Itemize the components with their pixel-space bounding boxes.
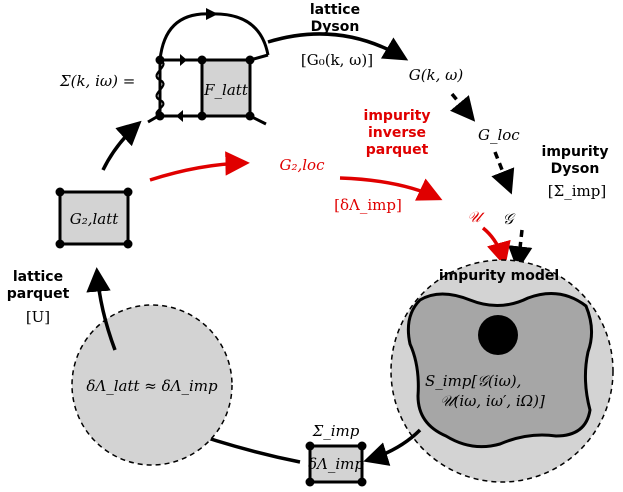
- impurity-inverse-label-line3: parquet: [366, 142, 429, 158]
- impurity-model-label: impurity model: [439, 268, 559, 284]
- feynman-arc-line: [158, 12, 270, 61]
- impurity-site-dot: [478, 315, 518, 355]
- impurity-dyson-label-line1: impurity: [542, 144, 609, 160]
- feynman-arc-arrow: [206, 8, 218, 20]
- vertex-dot: [123, 239, 133, 249]
- g2-loc-label: G₂,loc: [280, 156, 326, 174]
- curlyg-to-impurity-dashed-arrow: [507, 229, 533, 271]
- feynman-bottom-arrow: [176, 110, 183, 122]
- g2-latt-label: G₂,latt: [70, 210, 120, 228]
- vertex-dot: [55, 187, 65, 197]
- vertex-dot: [305, 441, 315, 451]
- impurity-to-sigma-imp-arrow: [363, 428, 422, 466]
- g-to-gloc-dashed-arrow: [450, 92, 476, 122]
- lattice-dyson-arrow: [267, 32, 409, 61]
- curly-u-label: 𝒰: [467, 208, 485, 226]
- lattice-parquet-label-line1: lattice: [13, 269, 63, 285]
- g-k-omega-label: G(k, ω): [409, 66, 464, 84]
- delta-lambda-imp-rect: [308, 444, 364, 484]
- lattice-dyson-label-line1: lattice: [310, 2, 360, 18]
- g2latt-to-selfenergy-arrow: [101, 120, 142, 171]
- lattice-parquet-label-line2: parquet: [7, 286, 70, 302]
- g2loc-to-u-red-arrow: [339, 176, 443, 201]
- vertex-dot: [197, 111, 207, 121]
- vertex-dot: [197, 55, 207, 65]
- approx-label: δΛ_latt ≈ δΛ_imp: [86, 377, 218, 395]
- vertex-dot: [357, 441, 367, 451]
- feynman-wavy-line: [155, 59, 165, 118]
- vertex-dot: [357, 477, 367, 487]
- vertex-dot: [55, 239, 65, 249]
- u-to-impurity-red-arrow: [481, 226, 511, 267]
- g2latt-to-g2loc-red-arrow: [149, 151, 250, 182]
- f-latt-vertex-box: [200, 58, 252, 118]
- feynman-top-arrow: [180, 54, 187, 66]
- impurity-inverse-label-line2: inverse: [368, 125, 426, 141]
- delta-lambda-imp-box-label: δΛ_imp: [308, 455, 364, 473]
- feynman-right-bottom-line: [249, 114, 267, 126]
- feynman-right-line: [249, 53, 269, 62]
- curly-g-label: 𝒢: [503, 210, 516, 228]
- vertex-dot: [123, 187, 133, 197]
- approx-to-g2latt-arrow: [86, 267, 117, 351]
- vertex-dot: [155, 55, 165, 65]
- vertex-dot: [305, 477, 315, 487]
- u-bracket-label: [U]: [26, 308, 50, 326]
- impurity-action-blob: [406, 292, 593, 449]
- f-latt-label: F_latt: [203, 81, 249, 99]
- delta-lambda-imp-box: δΛ_imp: [305, 441, 367, 487]
- impurity-dyson-label-line2: Dyson: [551, 161, 600, 177]
- gloc-to-curlyg-dashed-arrow: [491, 151, 515, 195]
- s-imp-label-line1: S_imp[𝒢(iω),: [425, 372, 521, 390]
- g0-bracket-label: [G₀(k, ω)]: [301, 51, 373, 69]
- impurity-inverse-label-line1: impurity: [364, 108, 431, 124]
- sigma-imp-bracket-label: [Σ_imp]: [548, 182, 606, 200]
- vertex-dot: [155, 111, 165, 121]
- g-loc-label: G_loc: [478, 126, 520, 144]
- self-energy-feynman-diagram: F_latt: [147, 8, 270, 126]
- g2-latt-rect: [58, 190, 130, 246]
- self-energy-label: Σ(k, iω) =: [59, 72, 135, 90]
- s-imp-label-line2: 𝒰(iω, iω′, iΩ)]: [440, 392, 545, 410]
- impurity-model: impurity model S_imp[𝒢(iω), 𝒰(iω, iω′, i…: [390, 259, 614, 483]
- lattice-dyson-label-line2: Dyson: [311, 19, 360, 35]
- sigma-imp-label: Σ_imp: [312, 422, 360, 440]
- g2-latt-box: G₂,latt: [55, 187, 133, 249]
- delta-lambda-imp-bracket-label: [δΛ_imp]: [334, 196, 402, 214]
